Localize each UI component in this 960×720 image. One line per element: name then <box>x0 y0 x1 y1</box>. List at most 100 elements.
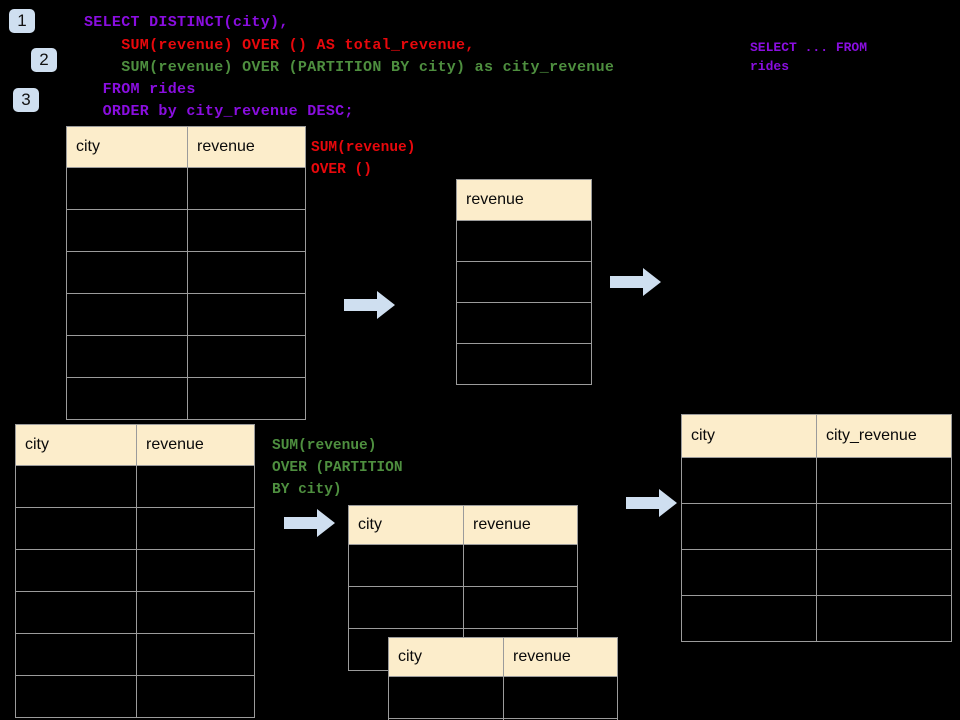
table-cell <box>66 209 188 252</box>
column-header-city_revenue: city_revenue <box>816 414 952 458</box>
table-cell <box>463 544 578 587</box>
table-row <box>15 675 255 718</box>
table-cell <box>136 507 255 550</box>
step-badge-1: 1 <box>9 9 35 33</box>
side-note-select-from-rides: SELECT ... FROM rides <box>750 40 868 74</box>
column-header-city: city <box>15 424 137 466</box>
table-cell <box>503 718 618 720</box>
table-cell <box>456 220 592 262</box>
table-cell <box>136 591 255 634</box>
table-cell <box>136 633 255 676</box>
table-cell <box>816 549 952 596</box>
sql-line-order-by: ORDER by city_revenue DESC; <box>84 103 354 120</box>
table-cell <box>187 335 306 378</box>
table-row <box>66 167 306 210</box>
table-cell <box>15 633 137 676</box>
note-sum-over-empty: SUM(revenue) OVER () <box>311 140 416 178</box>
table-cell <box>348 544 464 587</box>
table-cell <box>66 167 188 210</box>
table-row <box>66 209 306 252</box>
table-cell <box>816 595 952 642</box>
table-cell <box>503 676 618 719</box>
table-cell <box>388 676 504 719</box>
table-row <box>681 503 952 550</box>
table-cell <box>15 465 137 508</box>
table-cell <box>15 507 137 550</box>
column-header-city: city <box>681 414 817 458</box>
table-cell <box>681 595 817 642</box>
table-row <box>66 251 306 294</box>
table-cell <box>681 549 817 596</box>
table-cell <box>681 457 817 504</box>
arrow-source-to-total <box>344 290 396 325</box>
sql-line-city-revenue: SUM(revenue) OVER (PARTITION BY city) as… <box>84 59 615 76</box>
column-header-revenue: revenue <box>463 505 578 545</box>
table-cell <box>463 586 578 629</box>
table-cell <box>816 503 952 550</box>
table-row <box>15 507 255 550</box>
table-row <box>66 335 306 378</box>
arrow-partition-to-result <box>626 488 678 523</box>
step-badge-2: 2 <box>31 48 57 72</box>
column-header-revenue: revenue <box>503 637 618 677</box>
table-cell <box>456 261 592 303</box>
table-row <box>348 586 578 629</box>
column-header-city: city <box>348 505 464 545</box>
table-cell <box>456 302 592 344</box>
table-cell <box>66 251 188 294</box>
table-cell <box>136 675 255 718</box>
table-row <box>348 544 578 587</box>
arrow-source-to-partition <box>284 508 336 543</box>
sql-line-from: FROM rides <box>84 81 196 98</box>
table-row <box>15 591 255 634</box>
table-cell <box>15 675 137 718</box>
table-cell <box>136 465 255 508</box>
note-sum-over-partition: SUM(revenue) OVER (PARTITION BY city) <box>272 438 403 498</box>
table-cell <box>66 335 188 378</box>
arrow-total-to-result <box>610 267 662 302</box>
column-header-city: city <box>388 637 504 677</box>
table-cell <box>187 293 306 336</box>
column-header-revenue: revenue <box>187 126 306 168</box>
table-row <box>15 549 255 592</box>
table-cell <box>348 586 464 629</box>
table-row <box>456 220 592 262</box>
table-cell <box>66 377 188 420</box>
table-row <box>681 595 952 642</box>
table-row <box>681 549 952 596</box>
table-cell <box>187 209 306 252</box>
table-row <box>66 377 306 420</box>
table-row <box>15 465 255 508</box>
table-cell <box>187 251 306 294</box>
table-row <box>388 718 618 720</box>
table-row <box>456 302 592 344</box>
column-header-city: city <box>66 126 188 168</box>
sql-line-total-revenue: SUM(revenue) OVER () AS total_revenue, <box>84 37 475 54</box>
table-cell <box>15 549 137 592</box>
table-row <box>681 457 952 504</box>
table-row <box>15 633 255 676</box>
table-row <box>66 293 306 336</box>
table-row <box>456 343 592 385</box>
table-row <box>388 676 618 719</box>
table-cell <box>681 503 817 550</box>
table-cell <box>136 549 255 592</box>
table-cell <box>187 377 306 420</box>
table-row <box>456 261 592 303</box>
column-header-revenue: revenue <box>136 424 255 466</box>
step-badge-3: 3 <box>13 88 39 112</box>
column-header-revenue: revenue <box>456 179 592 221</box>
table-header-row: revenue <box>456 179 592 221</box>
total-revenue-table: revenue <box>456 179 592 385</box>
table-cell <box>66 293 188 336</box>
table-cell <box>816 457 952 504</box>
